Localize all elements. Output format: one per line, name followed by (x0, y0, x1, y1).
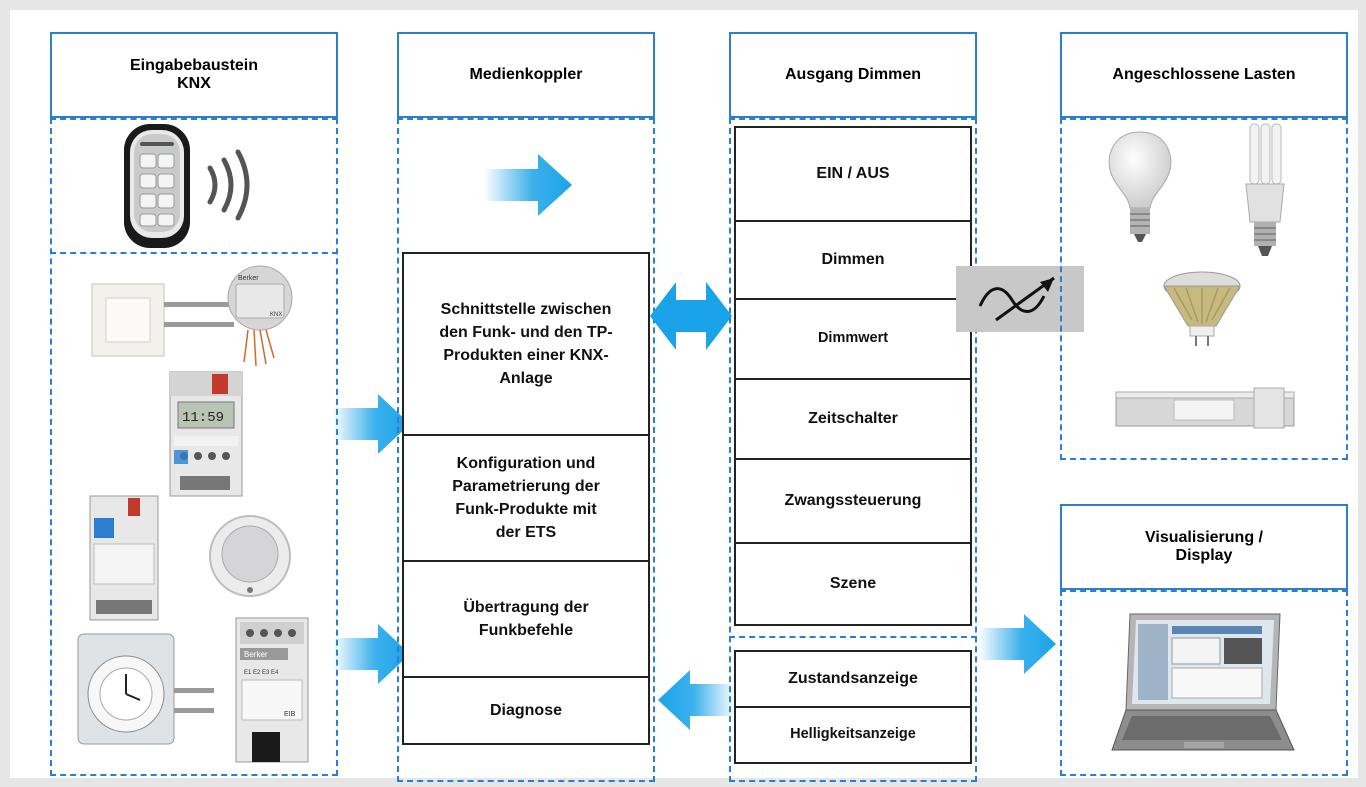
interface-line-4: Anlage (499, 370, 553, 388)
brightness-display-label: Helligkeitsanzeige (790, 726, 916, 743)
dimmer-symbol-icon (956, 266, 1084, 332)
status-function-state: Zustandsanzeige (734, 650, 972, 708)
visual-header-line-1: Visualisierung / (1145, 528, 1263, 546)
output-header-title: Ausgang Dimmen (784, 65, 921, 83)
coupler-header-title: Medienkoppler (469, 65, 583, 83)
coupler-function-stack: Schnittstelle zwischen den Funk- und den… (402, 252, 650, 745)
status-function-brightness: Helligkeitsanzeige (734, 706, 972, 764)
coupler-function-transmission: Übertragung der Funkbefehle (402, 560, 650, 678)
input-column-frame (50, 118, 338, 776)
scene-label: Szene (829, 575, 877, 593)
interface-line-3: Produkten einer KNX- (443, 347, 609, 364)
switch-actuator-icon: Berker E1 E2 E3 E4 EIB (235, 617, 309, 763)
input-header-line-2: KNX (177, 75, 211, 92)
output-divider (729, 636, 977, 638)
configuration-line-4: der ETS (495, 524, 557, 542)
incandescent-bulb-icon (1108, 131, 1172, 242)
visual-header-line-2: Display (1175, 547, 1233, 564)
actuator-brand-label: Berker (244, 650, 268, 659)
input-column-header: Eingabebaustein KNX (50, 32, 338, 118)
arrow-to-coupler-lower (332, 624, 410, 684)
loads-header-title: Angeschlossene Lasten (1112, 65, 1296, 83)
visual-column-frame (1060, 590, 1348, 776)
coupler-function-configuration: Konfiguration und Parametrierung der Fun… (402, 434, 650, 562)
coupler-column-header: Medienkoppler (397, 32, 655, 118)
coupler-column-frame (397, 118, 655, 782)
arrow-to-coupler-upper (332, 394, 410, 454)
output-function-timer: Zeitschalter (734, 378, 972, 460)
status-function-stack: Zustandsanzeige Helligkeitsanzeige (734, 650, 972, 764)
on-off-label: EIN / AUS (816, 165, 890, 183)
output-function-dimming: Dimmen (734, 220, 972, 300)
din-timer-icon: 11:59 (169, 371, 243, 497)
transmission-line-1: Übertragung der (463, 598, 589, 616)
knx-label: KNX (270, 312, 282, 318)
output-function-dim-value: Dimmwert (734, 298, 972, 380)
arrow-to-visualization (978, 614, 1056, 674)
visual-column-header: Visualisierung / Display (1060, 504, 1348, 590)
laptop-icon (1111, 613, 1295, 751)
configuration-line-2: Parametrierung der (452, 477, 600, 495)
state-display-label: Zustandsanzeige (788, 670, 918, 688)
diagnosis-label: Diagnose (489, 701, 562, 719)
timer-label: Zeitschalter (808, 410, 898, 428)
coupler-function-diagnosis: Diagnose (402, 676, 650, 745)
configuration-line-3: Funk-Produkte mit (455, 501, 597, 518)
input-header-line-1: Eingabebaustein (129, 56, 259, 74)
energy-saving-lamp-icon (1245, 123, 1285, 256)
presence-detector-icon (209, 515, 291, 597)
arrow-status-to-coupler (658, 670, 736, 730)
loads-column-header: Angeschlossene Lasten (1060, 32, 1348, 118)
interface-line-1: Schnittstelle zwischen (440, 300, 612, 318)
input-divider (50, 252, 338, 254)
dim-value-label: Dimmwert (817, 330, 889, 347)
coupler-function-interface: Schnittstelle zwischen den Funk- und den… (402, 252, 650, 436)
wall-switch-icon: Berker KNX (91, 265, 293, 367)
actuator-channels-label: E1 E2 E3 E4 (244, 670, 279, 676)
electronic-transformer-icon (1115, 387, 1295, 429)
dimming-label: Dimmen (821, 251, 885, 269)
din-module-icon (89, 495, 159, 621)
loads-column-frame (1060, 118, 1348, 460)
brand-label: Berker (238, 275, 259, 282)
output-column-header: Ausgang Dimmen (729, 32, 977, 118)
output-function-on-off: EIN / AUS (734, 126, 972, 222)
configuration-line-1: Konfiguration und (456, 454, 596, 472)
diagram-canvas: Eingabebaustein KNX Berker KNX (10, 10, 1358, 782)
output-function-forced-control: Zwangssteuerung (734, 458, 972, 544)
bidirectional-arrow (650, 282, 732, 350)
eib-label: EIB (284, 711, 296, 718)
arrow-coupler-top (484, 154, 572, 216)
output-function-scene: Szene (734, 542, 972, 626)
forced-control-label: Zwangssteuerung (784, 492, 922, 510)
transmission-line-2: Funkbefehle (478, 622, 574, 639)
halogen-reflector-icon (1163, 271, 1241, 346)
output-function-stack: EIN / AUS Dimmen Dimmwert Zeitschalter Z… (734, 126, 972, 626)
remote-control-icon (124, 124, 250, 248)
output-column-frame (729, 118, 977, 782)
clock-digits: 11:59 (182, 410, 224, 426)
analog-timer-icon (77, 633, 214, 745)
interface-line-2: den Funk- und den TP- (439, 323, 613, 341)
